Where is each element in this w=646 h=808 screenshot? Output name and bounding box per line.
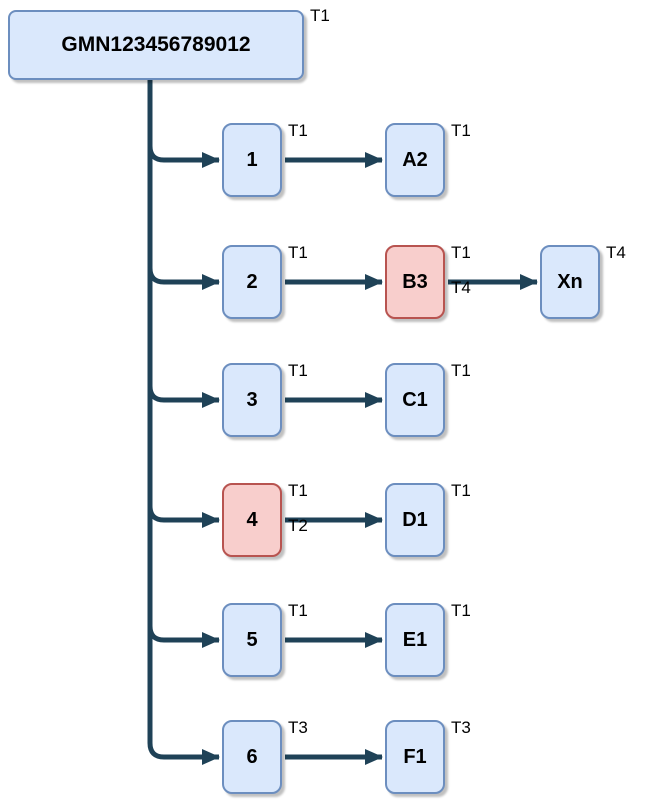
tag-label: T1 — [288, 361, 308, 380]
tag-label: T3 — [451, 718, 471, 737]
node-5-label: 5 — [246, 628, 258, 651]
node-2-label: 2 — [246, 270, 258, 293]
node-1-label: 1 — [246, 148, 258, 171]
tag-label: T1 — [451, 243, 471, 262]
node-6-label: 6 — [246, 745, 258, 768]
edge-root-node1 — [147, 80, 220, 168]
tag-label: T1 — [451, 481, 471, 500]
node-b3: B3 — [385, 245, 445, 319]
tag-label: T1 — [310, 6, 330, 25]
tag-label: T4 — [451, 278, 471, 297]
edge-root-node4 — [147, 80, 220, 528]
tag-label: T1 — [288, 481, 308, 500]
tag-label: T3 — [288, 718, 308, 737]
edge-root-node2 — [147, 80, 220, 290]
node-2: 2 — [222, 245, 282, 319]
tag-label: T1 — [288, 121, 308, 140]
root-node-label: GMN123456789012 — [61, 33, 251, 56]
node-6: 6 — [222, 720, 282, 794]
node-xn: Xn — [540, 245, 600, 319]
node-3: 3 — [222, 363, 282, 437]
edge-root-node6 — [147, 80, 220, 765]
tag-label: T1 — [451, 121, 471, 140]
node-3-label: 3 — [246, 388, 258, 411]
node-a2: A2 — [385, 123, 445, 197]
node-4: 4 — [222, 483, 282, 557]
tag-label: T2 — [288, 516, 308, 535]
node-e1-label: E1 — [402, 628, 428, 651]
tag-label: T1 — [288, 601, 308, 620]
node-d1: D1 — [385, 483, 445, 557]
node-xn-label: Xn — [557, 270, 583, 293]
edge-root-node5 — [147, 80, 220, 648]
node-c1-label: C1 — [402, 388, 428, 411]
node-c1: C1 — [385, 363, 445, 437]
tag-label: T1 — [451, 361, 471, 380]
node-1: 1 — [222, 123, 282, 197]
node-f1: F1 — [385, 720, 445, 794]
node-f1-label: F1 — [403, 745, 427, 768]
tag-label: T4 — [606, 243, 626, 262]
tag-label: T1 — [288, 243, 308, 262]
tag-label: T1 — [451, 601, 471, 620]
node-5: 5 — [222, 603, 282, 677]
node-a2-label: A2 — [402, 148, 428, 171]
edge-root-node3 — [147, 80, 220, 408]
node-d1-label: D1 — [402, 508, 428, 531]
root-node: GMN123456789012 — [8, 10, 304, 80]
node-e1: E1 — [385, 603, 445, 677]
node-b3-label: B3 — [402, 270, 428, 293]
node-4-label: 4 — [246, 508, 258, 531]
